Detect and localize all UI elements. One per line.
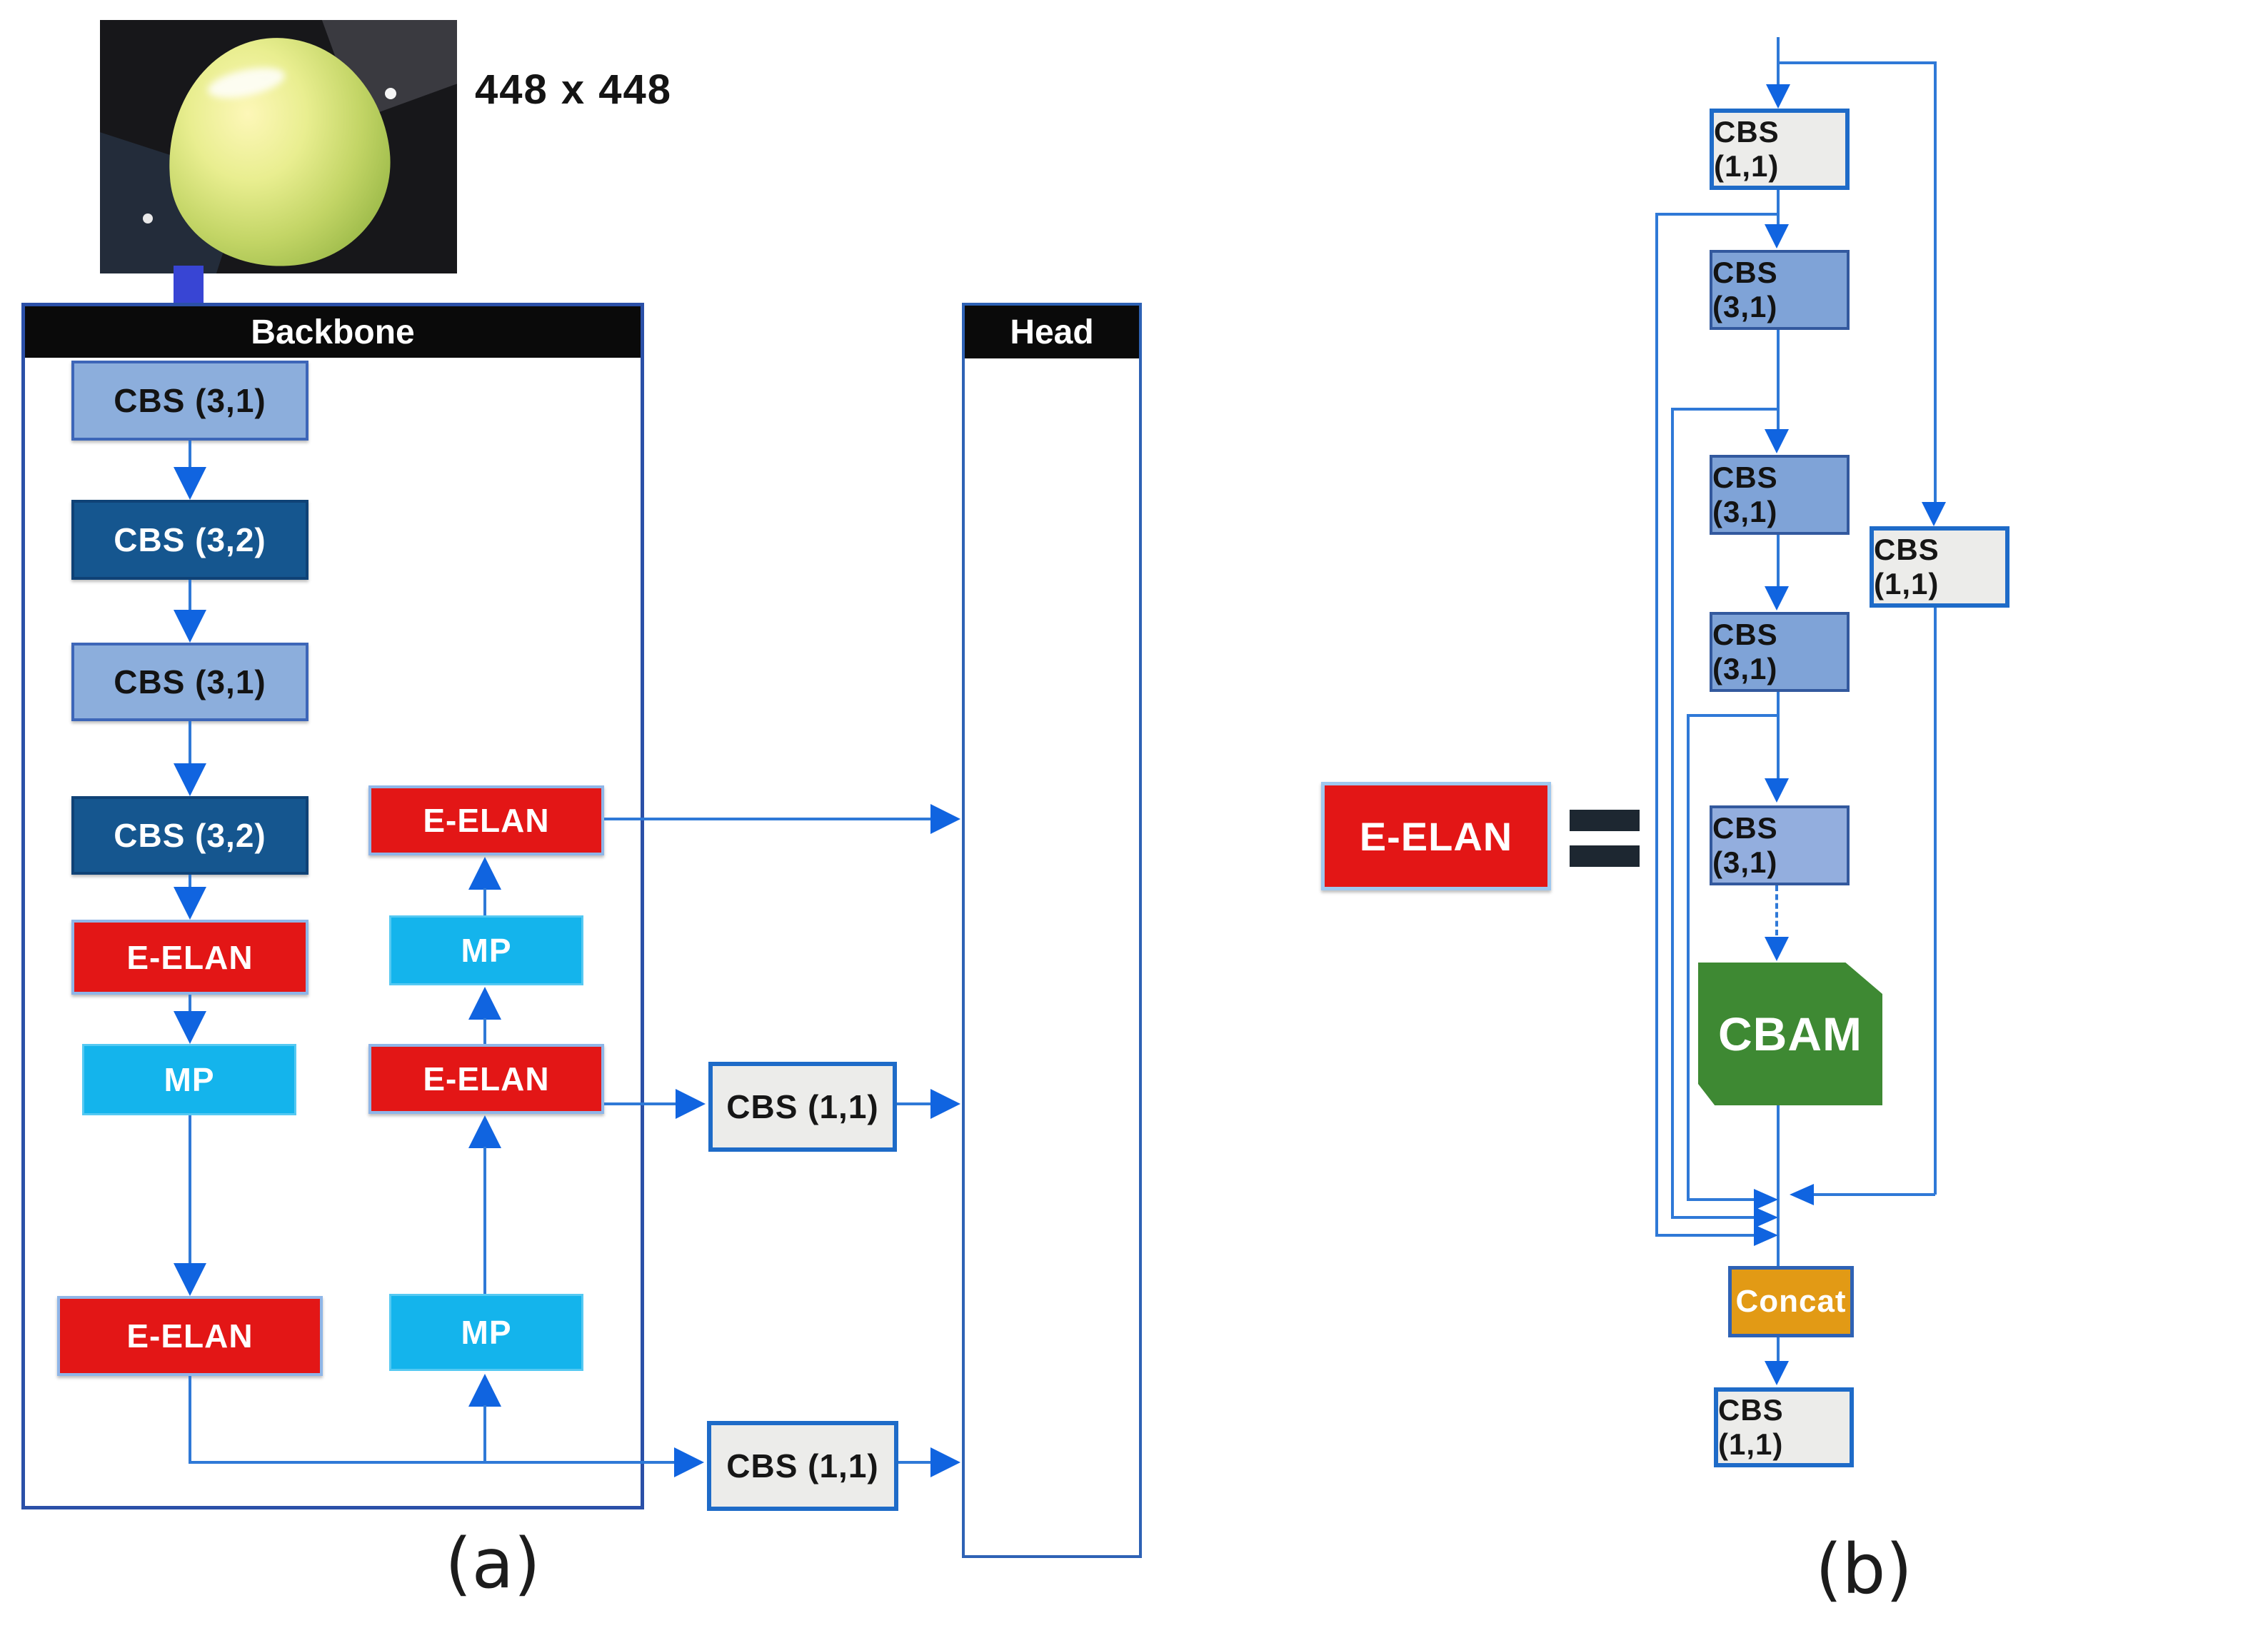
node-mp: MP — [389, 915, 583, 985]
connector — [1777, 1105, 1780, 1266]
photo-speck — [385, 88, 396, 99]
caption-b: (b) — [1815, 1529, 1912, 1609]
arrow-down-head — [1922, 502, 1946, 526]
arrow-down-head — [1765, 429, 1789, 453]
node-cbs-3-2: CBS (3,2) — [71, 500, 308, 580]
head-container: Head — [962, 303, 1142, 1558]
arrow-right-head — [930, 804, 960, 834]
arrow-right-head — [1754, 1207, 1778, 1228]
skip-connector — [1671, 408, 1674, 1217]
node-cbs-3-1: CBS (3,1) — [1710, 455, 1850, 535]
backbone-title: Backbone — [251, 313, 415, 351]
arrow-left-head — [1790, 1184, 1814, 1205]
node-cbs-3-1: CBS (3,1) — [1710, 805, 1850, 885]
node-cbam: CBAM — [1698, 963, 1882, 1105]
head-title: Head — [1010, 313, 1094, 351]
node-cbs-1-1: CBS (1,1) — [1710, 109, 1850, 190]
arrow-down-head — [174, 1011, 206, 1044]
skip-connector — [1687, 714, 1690, 1200]
connector — [897, 1102, 932, 1105]
node-cbs-1-1-side: CBS (1,1) — [1870, 526, 2009, 608]
arrow-down-head — [174, 763, 206, 796]
arrow-right-head — [930, 1089, 960, 1119]
arrow-down-head — [1765, 937, 1789, 961]
arrow-down-head — [174, 467, 206, 500]
node-cbs-3-2: CBS (3,2) — [71, 796, 308, 875]
connector — [1934, 61, 1937, 502]
arrow-down-head — [1765, 1361, 1789, 1385]
skip-connector — [1657, 213, 1778, 216]
node-cbs-1-1: CBS (1,1) — [708, 1062, 897, 1152]
arrow-down-head — [174, 1263, 206, 1296]
node-mp: MP — [389, 1294, 583, 1371]
arrow-down-head — [1765, 778, 1789, 803]
node-e-elan: E-ELAN — [368, 785, 604, 855]
connector — [189, 1376, 191, 1464]
arrow-right-head — [930, 1447, 960, 1477]
connector — [1777, 190, 1780, 226]
equals-icon — [1570, 845, 1640, 867]
connector — [189, 995, 191, 1013]
connector — [604, 818, 934, 820]
node-mp: MP — [82, 1044, 296, 1115]
skip-connector — [1671, 1216, 1757, 1219]
arrow-down-head — [1765, 224, 1789, 248]
skip-connector — [1655, 213, 1658, 1235]
arrow-down-head — [174, 887, 206, 920]
connector — [898, 1461, 932, 1464]
eelan-legend-box: E-ELAN — [1321, 782, 1551, 890]
skip-connector — [1687, 1198, 1757, 1201]
node-cbs-3-1: CBS (3,1) — [1710, 612, 1850, 692]
connector — [483, 1147, 486, 1294]
arrow-right-head — [676, 1089, 706, 1119]
node-cbs-1-1: CBS (1,1) — [707, 1421, 898, 1511]
node-cbs-1-1: CBS (1,1) — [1714, 1387, 1854, 1467]
arrow-up-head — [468, 987, 501, 1020]
connector — [189, 580, 191, 611]
node-e-elan: E-ELAN — [368, 1044, 604, 1114]
skip-connector — [1655, 1234, 1757, 1237]
node-cbs-3-1: CBS (3,1) — [1710, 250, 1850, 330]
connector — [189, 1115, 191, 1265]
connector — [189, 441, 191, 470]
connector — [189, 1461, 677, 1464]
caption-a: (a) — [445, 1524, 541, 1604]
arrow-down-head — [1765, 586, 1789, 611]
node-e-elan: E-ELAN — [57, 1296, 323, 1376]
connector — [189, 875, 191, 888]
connector — [483, 1018, 486, 1044]
input-fruit-image — [100, 20, 457, 273]
arrow-up-head — [468, 857, 501, 890]
backbone-header: Backbone — [25, 306, 641, 358]
connector — [1778, 61, 1937, 64]
arrow-right-head — [674, 1447, 704, 1477]
connector — [1777, 535, 1780, 588]
connector — [483, 888, 486, 915]
photo-speck — [143, 213, 153, 223]
connector — [189, 721, 191, 765]
connector — [604, 1102, 678, 1105]
connector — [483, 1405, 486, 1464]
connector — [1777, 1337, 1780, 1361]
node-e-elan: E-ELAN — [71, 920, 308, 995]
skip-connector — [1672, 408, 1778, 411]
head-header: Head — [965, 306, 1139, 358]
input-size-label: 448 x 448 — [475, 66, 673, 113]
node-concat: Concat — [1728, 1266, 1854, 1337]
arrow-up-head — [468, 1374, 501, 1407]
node-cbs-3-1: CBS (3,1) — [71, 361, 308, 441]
arrow-right-head — [1754, 1189, 1778, 1210]
skip-connector — [1688, 714, 1778, 717]
connector-dashed — [1775, 885, 1778, 935]
connector — [1800, 1193, 1935, 1196]
arrow-down-head — [174, 610, 206, 643]
arrow-down-head — [1766, 84, 1790, 109]
connector — [1777, 330, 1780, 431]
connector — [1934, 608, 1937, 1195]
arrow-right-head — [1754, 1225, 1778, 1246]
connector — [1777, 692, 1780, 780]
node-cbs-3-1: CBS (3,1) — [71, 643, 308, 721]
arrow-up-head — [468, 1115, 501, 1148]
equals-icon — [1570, 810, 1640, 831]
